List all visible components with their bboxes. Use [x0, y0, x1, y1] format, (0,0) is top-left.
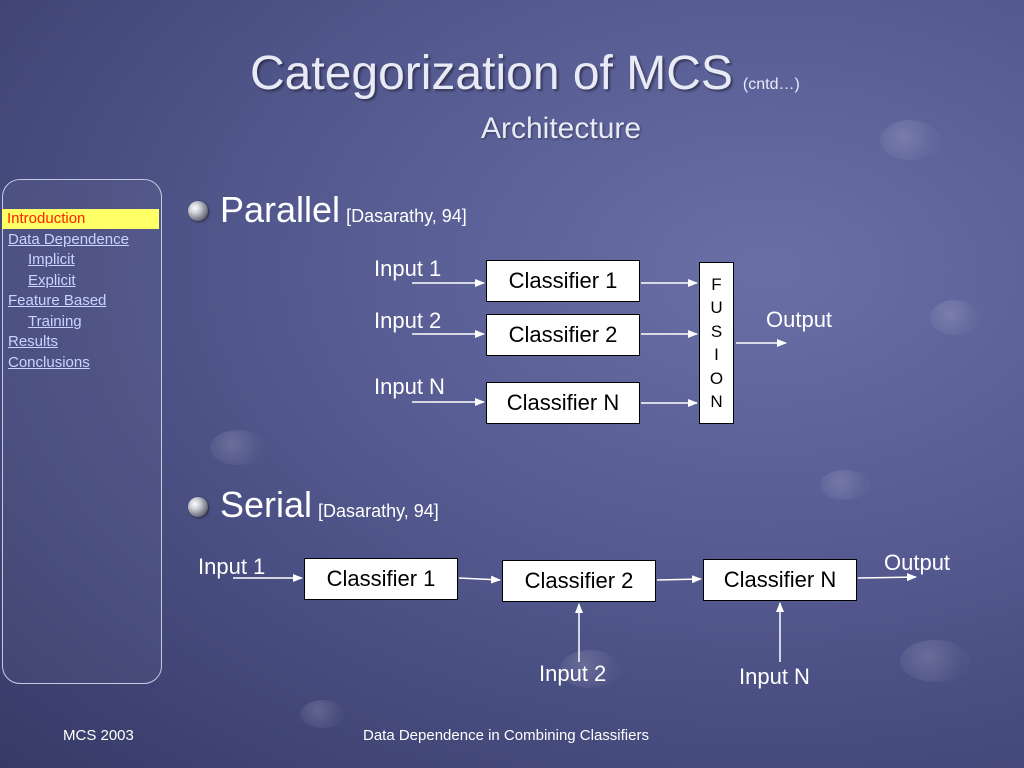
serial-reference: [Dasarathy, 94]: [318, 501, 439, 521]
footer-left: MCS 2003: [63, 727, 134, 744]
fusion-letter: U: [710, 298, 723, 317]
parallel-classifier-n: Classifier N: [486, 382, 640, 424]
slide-title: Categorization of MCS (cntd…): [250, 46, 800, 101]
background-dot: [820, 470, 870, 500]
fusion-letter: I: [714, 345, 719, 364]
background-dot: [900, 640, 970, 682]
background-dot: [930, 300, 980, 335]
serial-input-1: Input 1: [198, 554, 266, 579]
fusion-box: F U S I O N: [699, 262, 734, 424]
serial-classifier-2: Classifier 2: [502, 560, 656, 602]
nav-item-introduction[interactable]: Introduction: [2, 209, 159, 229]
parallel-heading-text: Parallel: [220, 189, 341, 230]
nav-item-conclusions[interactable]: Conclusions: [8, 354, 90, 371]
fusion-letter: N: [710, 392, 723, 411]
parallel-classifier-2: Classifier 2: [486, 314, 640, 356]
fusion-letter: F: [711, 274, 722, 294]
serial-input-2: Input 2: [539, 661, 607, 686]
background-dot: [300, 700, 345, 728]
parallel-input-1: Input 1: [374, 256, 442, 281]
background-dot: [560, 650, 620, 688]
bullet-sphere-icon: [188, 201, 208, 221]
arrow-classifier1-classifier2: [458, 575, 501, 584]
nav-item-implicit[interactable]: Implicit: [28, 251, 75, 268]
nav-item-data-dependence[interactable]: Data Dependence: [8, 231, 129, 248]
arrow-classifier2-classifiern: [656, 575, 702, 584]
serial-heading: Serial[Dasarathy, 94]: [220, 484, 439, 526]
nav-item-feature-based[interactable]: Feature Based: [8, 292, 107, 309]
serial-heading-text: Serial: [220, 484, 313, 525]
fusion-letter: O: [709, 368, 724, 388]
serial-input-n: Input N: [739, 664, 810, 689]
footer-center: Data Dependence in Combining Classifiers: [363, 727, 649, 744]
parallel-input-n: Input N: [374, 374, 445, 399]
parallel-input-2: Input 2: [374, 308, 442, 333]
serial-classifier-1: Classifier 1: [304, 558, 458, 600]
background-dot: [880, 120, 940, 160]
bullet-sphere-icon: [188, 497, 208, 517]
nav-item-explicit[interactable]: Explicit: [28, 272, 76, 289]
nav-panel: [2, 179, 162, 684]
arrow-serial-output: [857, 573, 917, 582]
slide-title-text: Categorization of MCS: [250, 47, 733, 100]
parallel-classifier-1: Classifier 1: [486, 260, 640, 302]
slide-title-note: (cntd…): [742, 76, 800, 93]
parallel-heading: Parallel[Dasarathy, 94]: [220, 189, 467, 231]
nav-item-training[interactable]: Training: [28, 313, 82, 330]
fusion-letter: S: [710, 321, 723, 341]
nav-item-results[interactable]: Results: [8, 333, 59, 350]
serial-classifier-n: Classifier N: [703, 559, 857, 601]
parallel-reference: [Dasarathy, 94]: [346, 206, 467, 226]
background-dot: [210, 430, 265, 465]
parallel-output: Output: [766, 307, 833, 332]
serial-output: Output: [884, 550, 951, 575]
slide-subtitle: Architecture: [481, 112, 642, 145]
